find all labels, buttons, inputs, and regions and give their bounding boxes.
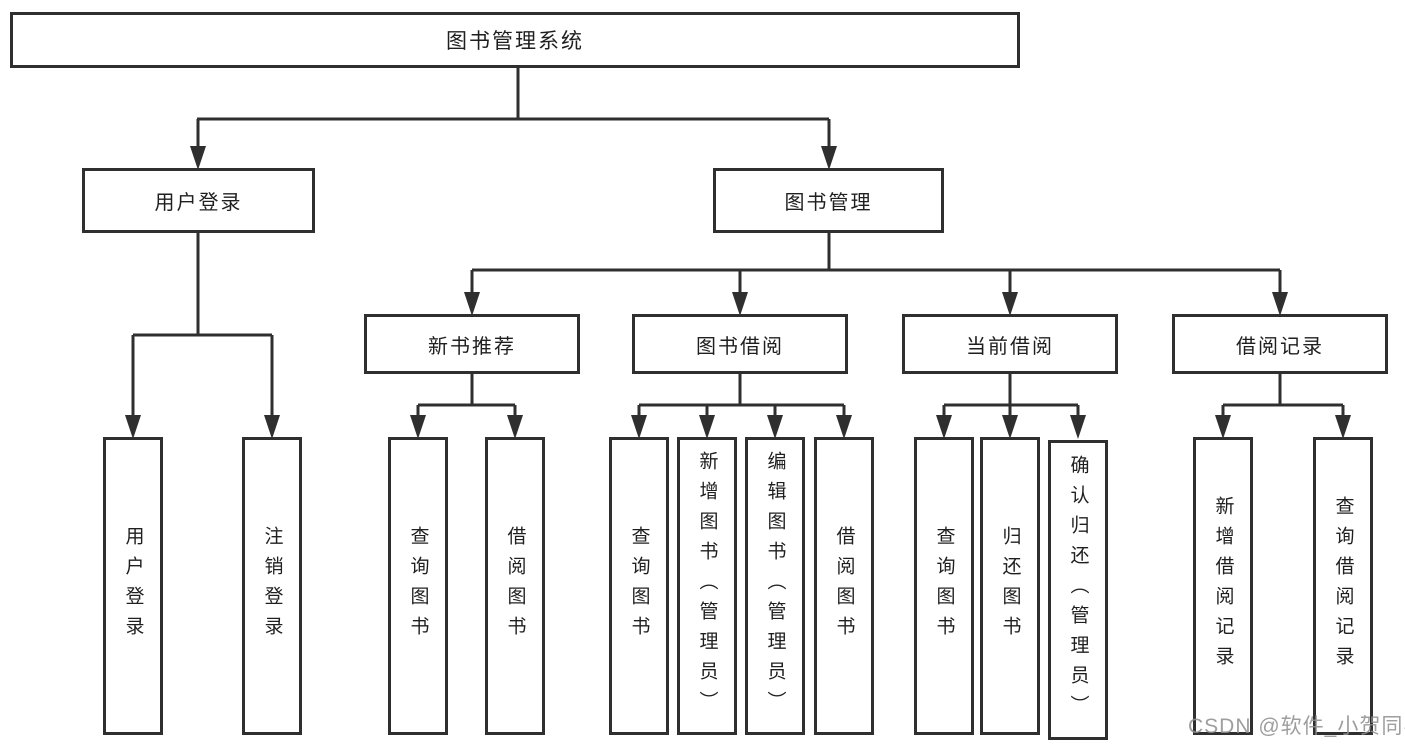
node-label: 图书管理 <box>784 192 873 214</box>
leaf-label: 归还图书 <box>999 526 1021 646</box>
node-label: 当前借阅 <box>966 335 1054 358</box>
leaf-label: 编辑图书（管理员） <box>764 451 786 721</box>
node-borrow-records: 借阅记录 <box>1172 314 1388 374</box>
node-label: 图书管理系统 <box>446 30 584 53</box>
leaf-query-book-borrow: 查询图书 <box>609 437 669 735</box>
leaf-add-borrow-record: 新增借阅记录 <box>1193 437 1253 735</box>
leaf-label: 查询图书 <box>933 526 955 646</box>
leaf-borrow-book-recommend: 借阅图书 <box>485 437 545 735</box>
leaf-label: 查询图书 <box>628 526 650 646</box>
leaf-label: 借阅图书 <box>833 526 855 646</box>
leaf-label: 新增图书（管理员） <box>696 451 718 721</box>
leaf-label: 查询借阅记录 <box>1332 496 1354 676</box>
node-new-book-recommend: 新书推荐 <box>364 314 580 374</box>
node-user-login: 用户登录 <box>82 168 315 233</box>
leaf-label: 注销登录 <box>261 526 283 646</box>
leaf-logout: 注销登录 <box>242 437 302 735</box>
leaf-add-book-admin: 新增图书（管理员） <box>677 437 737 735</box>
leaf-label: 确认归还（管理员） <box>1067 455 1089 725</box>
node-book-borrow: 图书借阅 <box>632 314 848 374</box>
node-label: 新书推荐 <box>428 335 516 358</box>
node-label: 图书借阅 <box>696 335 784 358</box>
node-library-system-root: 图书管理系统 <box>10 12 1020 68</box>
leaf-query-borrow-record: 查询借阅记录 <box>1313 437 1373 735</box>
leaf-return-book: 归还图书 <box>980 437 1040 735</box>
node-label: 用户登录 <box>154 192 243 214</box>
leaf-query-book-current: 查询图书 <box>914 437 974 735</box>
leaf-label: 借阅图书 <box>504 526 526 646</box>
leaf-user-login: 用户登录 <box>103 437 163 735</box>
leaf-query-book-recommend: 查询图书 <box>388 437 448 735</box>
leaf-label: 查询图书 <box>407 526 429 646</box>
node-current-borrow: 当前借阅 <box>902 314 1118 374</box>
node-label: 借阅记录 <box>1236 335 1324 358</box>
node-book-management: 图书管理 <box>713 168 944 233</box>
leaf-label: 新增借阅记录 <box>1212 496 1234 676</box>
leaf-borrow-book: 借阅图书 <box>814 437 874 735</box>
leaf-confirm-return-admin: 确认归还（管理员） <box>1048 440 1108 740</box>
leaf-edit-book-admin: 编辑图书（管理员） <box>745 437 805 735</box>
leaf-label: 用户登录 <box>122 526 144 646</box>
csdn-watermark: CSDN @软件_小贺同学 <box>1188 715 1405 738</box>
